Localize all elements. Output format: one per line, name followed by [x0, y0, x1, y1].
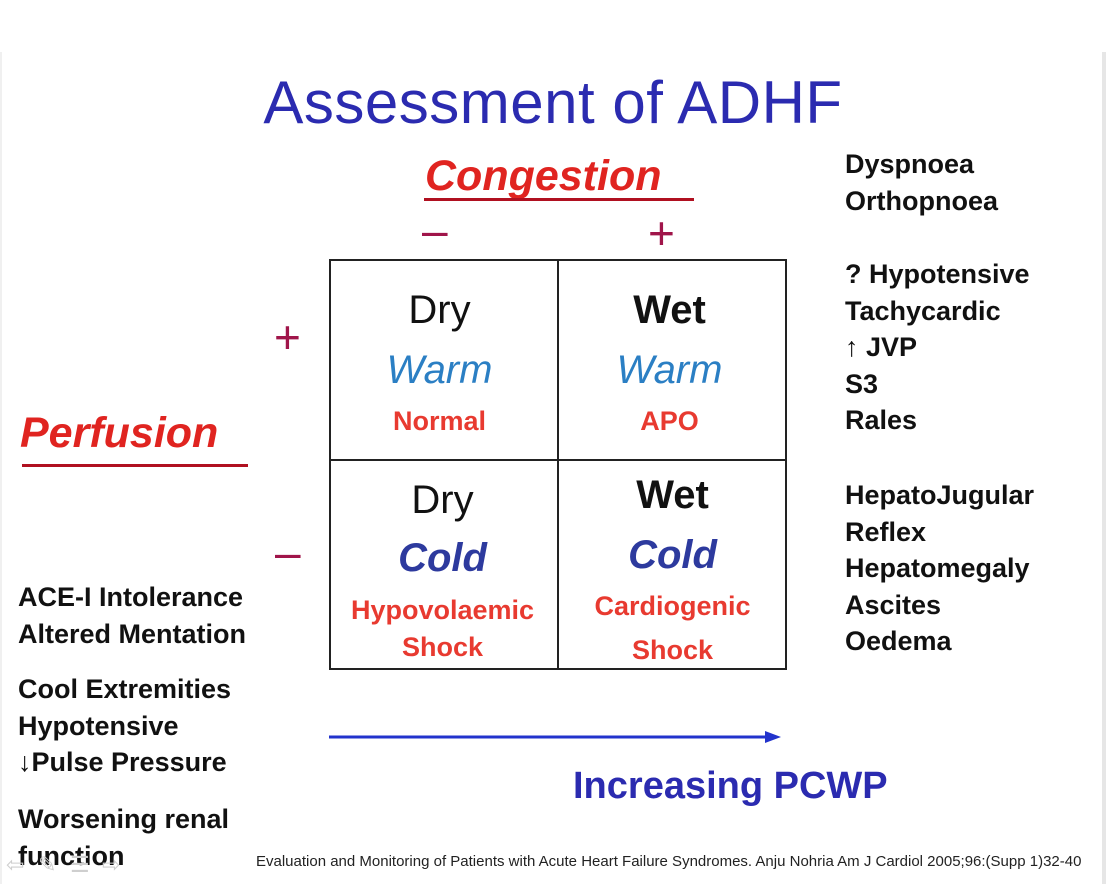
sign-item: Oedema: [845, 626, 952, 656]
slide-title: Assessment of ADHF: [263, 69, 843, 136]
perfusion-signs-group-2: Cool Extremities Hypotensive ↓Pulse Pres…: [18, 671, 231, 781]
perfusion-signs-group-1: ACE-I Intolerance Altered Mentation: [18, 579, 246, 652]
congestion-signs-group-1: Dyspnoea Orthopnoea: [845, 146, 998, 219]
top-bar: [0, 0, 1106, 52]
pen-icon[interactable]: ✎: [38, 852, 57, 877]
grid-horizontal-divider: [329, 459, 787, 461]
congestion-minus-sign: –: [422, 204, 448, 256]
perfusion-signs-group-3: Worsening renal function: [18, 801, 229, 874]
sign-item: Ascites: [845, 589, 942, 620]
sign-item: Dyspnoea: [845, 149, 975, 179]
sign-item: ACE-I Intolerance: [18, 582, 244, 612]
frame-right-edge: [1102, 52, 1106, 884]
grid-vertical-divider: [557, 259, 559, 670]
sign-item: Tachycardic: [845, 295, 1001, 326]
sign-item: HepatoJugular: [845, 480, 1035, 510]
congestion-signs-group-3: HepatoJugular Reflex Hepatomegaly Ascite…: [845, 477, 1034, 660]
quadrant-top-right-label: APO: [640, 406, 699, 436]
quadrant-bottom-left-label-line1: Hypovolaemic: [350, 595, 535, 625]
sign-item: Worsening renal: [18, 804, 230, 834]
quadrant-top-left-state: Dry: [408, 288, 471, 332]
sign-item: S3: [845, 368, 879, 399]
perfusion-underline: [22, 464, 248, 467]
perfusion-minus-sign: –: [275, 526, 301, 578]
next-arrow-icon[interactable]: ⇨: [102, 852, 121, 877]
sign-item: Hepatomegaly: [845, 553, 1030, 583]
quadrant-bottom-right-perfusion: Cold: [628, 533, 717, 577]
slide-nav-controls: ⇦ ✎ ☰ ⇨: [4, 850, 134, 880]
quadrant-bottom-left-perfusion: Cold: [398, 536, 487, 580]
sign-item: Rales: [845, 405, 918, 435]
sign-item: function: [18, 840, 125, 871]
sign-item: ↓Pulse Pressure: [18, 747, 227, 777]
congestion-underline: [424, 198, 694, 201]
sign-item: Cool Extremities: [18, 674, 232, 704]
sign-item: Altered Mentation: [18, 618, 247, 649]
menu-icon[interactable]: ☰: [70, 852, 90, 877]
quadrant-top-right-state: Wet: [633, 288, 706, 332]
congestion-signs-group-2: ? Hypotensive Tachycardic ↑ JVP S3 Rales: [845, 256, 1030, 439]
quadrant-top-left-label: Normal: [392, 406, 487, 436]
citation: Evaluation and Monitoring of Patients wi…: [256, 853, 1082, 870]
sign-item: Hypotensive: [18, 710, 179, 741]
pcwp-label: Increasing PCWP: [573, 765, 888, 807]
sign-item: Orthopnoea: [845, 185, 998, 216]
quadrant-bottom-right-label-line2: Shock: [631, 635, 714, 665]
perfusion-plus-sign: +: [274, 311, 301, 363]
quadrant-bottom-right-label-line1: Cardiogenic: [594, 591, 751, 621]
congestion-plus-sign: +: [648, 207, 675, 259]
prev-arrow-icon[interactable]: ⇦: [6, 852, 25, 877]
sign-item: ? Hypotensive: [845, 259, 1030, 289]
quadrant-top-right-perfusion: Warm: [616, 348, 723, 392]
pcwp-arrow-icon: [329, 731, 781, 743]
perfusion-axis-label: Perfusion: [20, 409, 219, 457]
quadrant-bottom-right-state: Wet: [636, 473, 709, 517]
quadrant-bottom-left-state: Dry: [411, 478, 474, 522]
sign-item: Reflex: [845, 516, 927, 547]
congestion-axis-label: Congestion: [425, 152, 662, 200]
quadrant-bottom-left-label-line2: Shock: [401, 632, 484, 662]
sign-item: ↑ JVP: [845, 332, 918, 362]
quadrant-top-left-perfusion: Warm: [386, 348, 493, 392]
frame-left-edge: [0, 52, 2, 884]
